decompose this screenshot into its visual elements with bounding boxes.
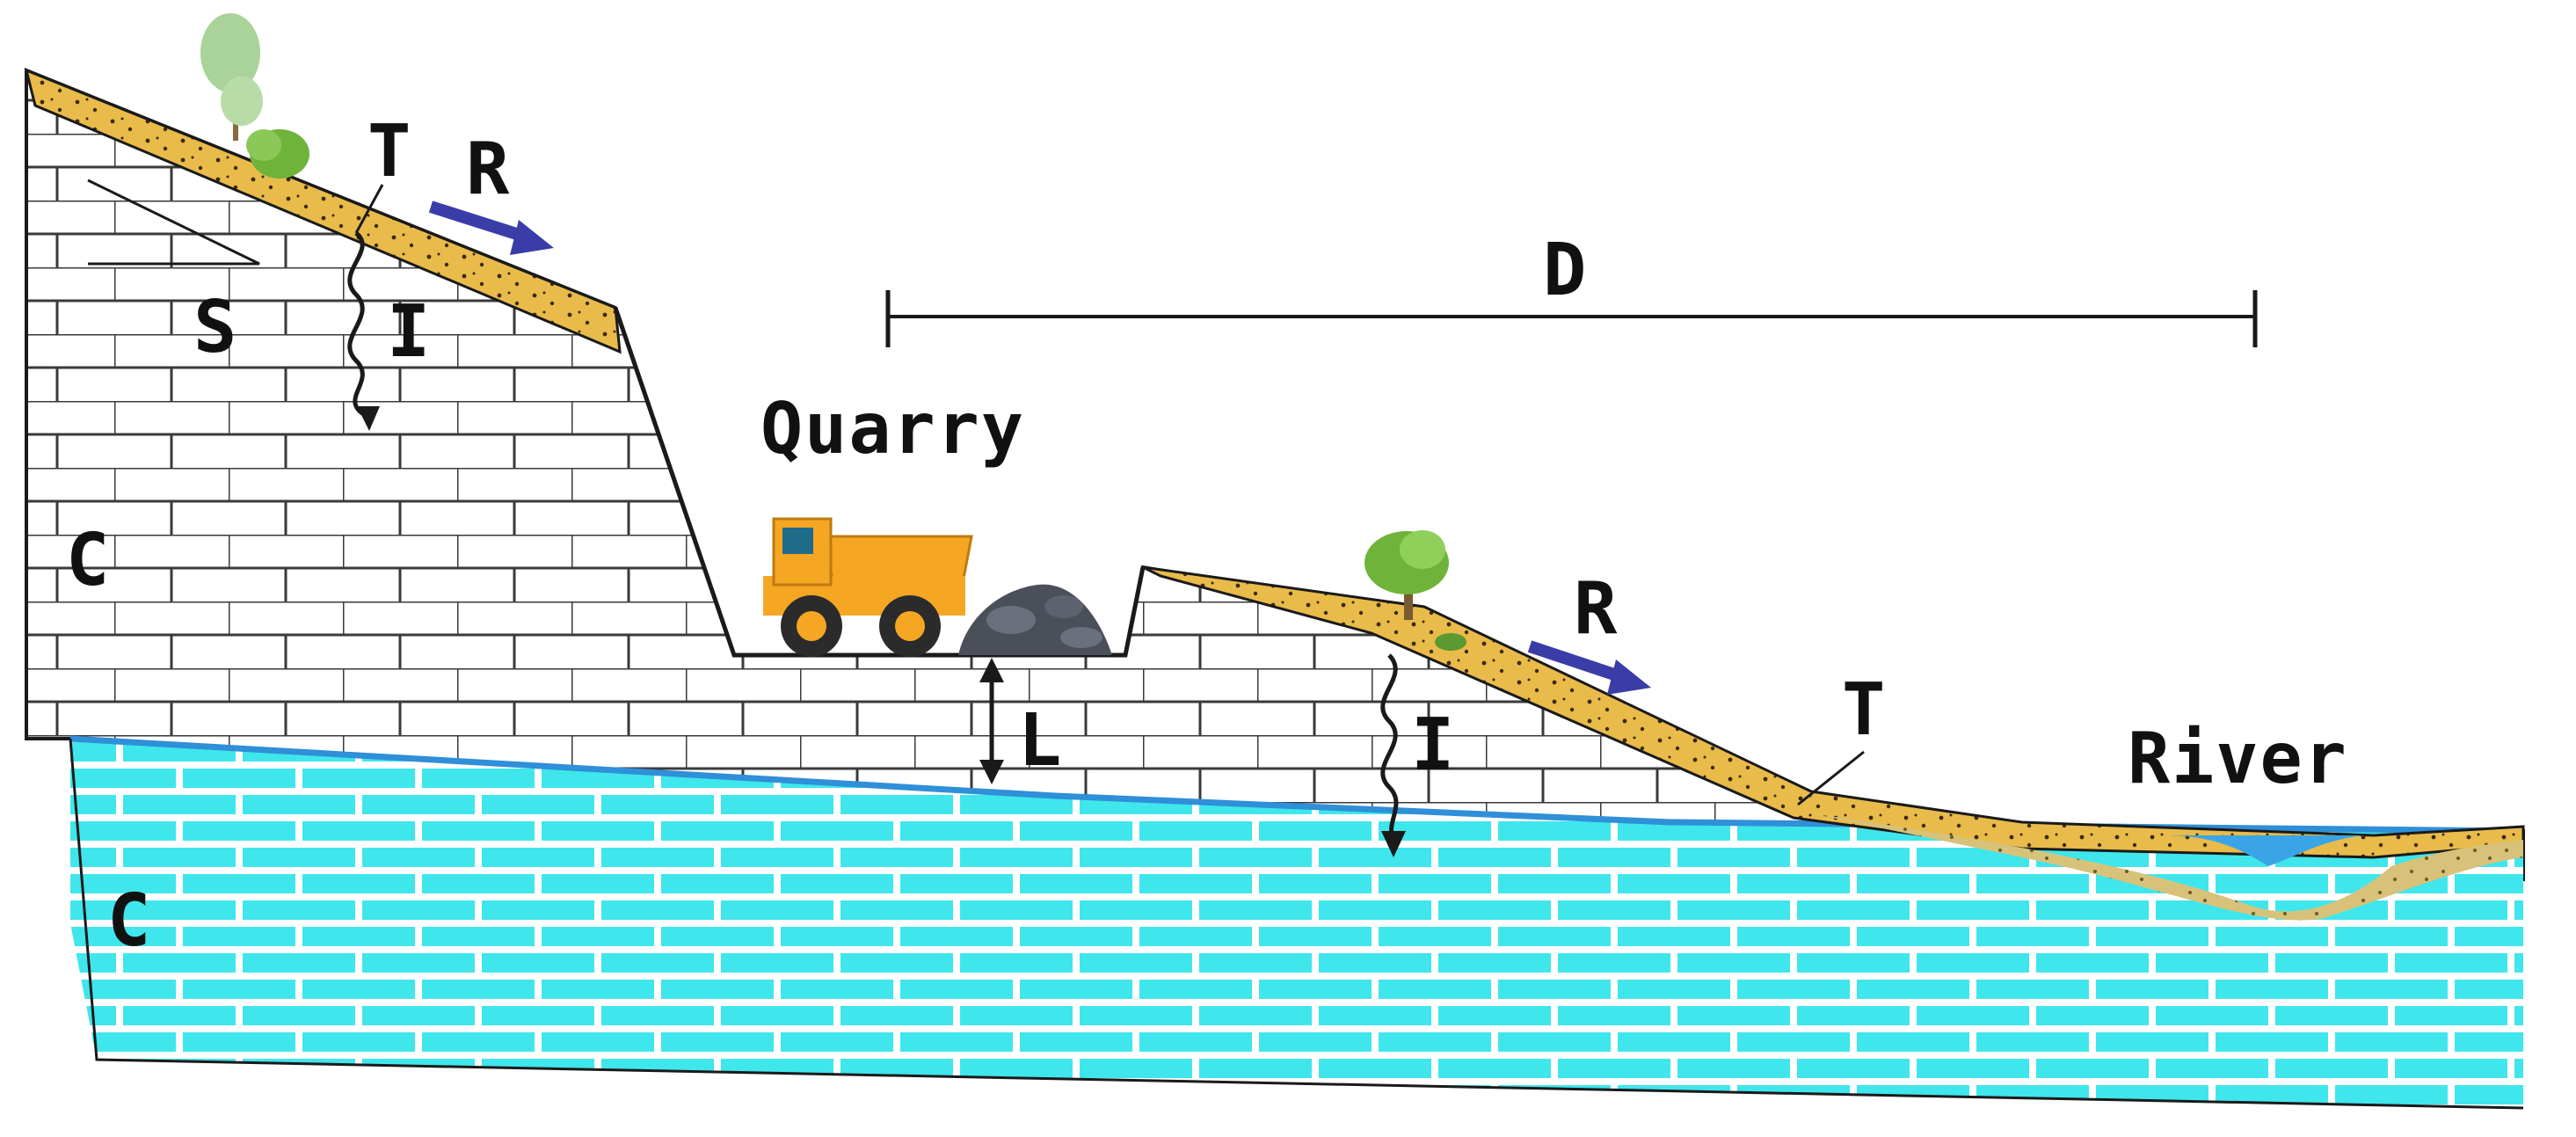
wavy-arrow-icon <box>347 231 380 431</box>
wavy-arrow-icon <box>1380 653 1406 857</box>
label-runoff-lower: R <box>1574 567 1618 651</box>
blue-arrow-icon <box>428 200 554 255</box>
dump-truck-icon <box>763 517 973 657</box>
river-water <box>2163 835 2365 866</box>
quarry-pit <box>613 307 1146 658</box>
label-river: River <box>2128 718 2348 799</box>
label-limestone-lower: C <box>107 879 150 963</box>
label-limestone-upper: C <box>66 519 109 602</box>
blue-arrow-icon <box>1527 640 1651 695</box>
label-vertical-distance: L <box>1018 699 1061 783</box>
label-distance: D <box>1543 229 1586 312</box>
distance-bar <box>885 290 2258 347</box>
label-topsoil-lower: T <box>1842 668 1885 752</box>
vertical-distance-arrow <box>979 658 1004 784</box>
topsoil-leader-lower <box>1797 750 1865 806</box>
label-infiltration-lower: I <box>1411 703 1454 787</box>
label-topsoil-upper: T <box>367 110 411 193</box>
label-slope: S <box>193 286 236 369</box>
slope-angle <box>87 179 260 266</box>
tree-icon <box>1364 530 1466 651</box>
label-quarry: Quarry <box>760 388 1025 470</box>
tree-icon <box>200 13 309 179</box>
label-infiltration-upper: I <box>387 290 430 374</box>
topsoil-layer-upper <box>24 68 622 354</box>
topsoil-leader-upper <box>354 184 384 234</box>
rock-pile-icon <box>958 584 1112 655</box>
label-runoff-upper: R <box>466 128 510 211</box>
